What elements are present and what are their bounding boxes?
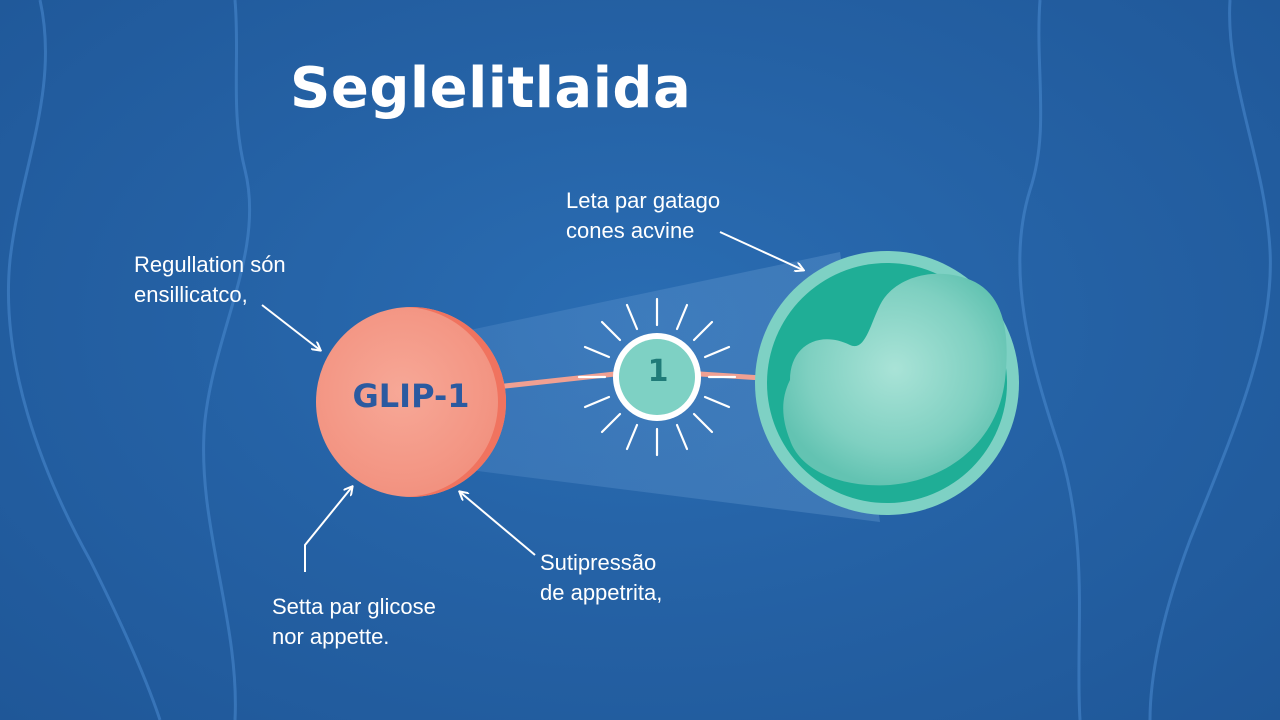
arrow-setta [304, 487, 352, 572]
body-silhouette [6, 0, 1272, 720]
callout-regulation-line-2: ensillicatco, [134, 282, 248, 307]
callout-setta-line-2: nor appette. [272, 624, 390, 649]
callout-leta: Leta par gatago cones acvine [566, 186, 720, 246]
callout-regulation: Regullation són ensillicatco, [134, 250, 286, 310]
stomach-icon [755, 251, 1019, 515]
arrow-leta [719, 231, 803, 270]
glp1-label: GLIP-1 [352, 377, 470, 415]
callout-supressao-line-1: Sutipressão [540, 550, 657, 575]
callout-setta-line-1: Setta par glicose [272, 594, 436, 619]
glp1-molecule-circle [316, 307, 506, 497]
callout-setta: Setta par glicose nor appette. [272, 592, 436, 652]
callout-leta-line-2: cones acvine [566, 218, 695, 243]
diagram-title: Seglelitlaida [290, 56, 692, 121]
callout-regulation-line-1: Regullation són [134, 252, 286, 277]
callout-supressao: Sutipressão de appetrita, [540, 548, 662, 608]
callout-leta-line-1: Leta par gatago [566, 188, 721, 213]
receptor-badge-icon [577, 297, 737, 457]
callout-arrows [261, 231, 803, 572]
arrow-regulation [261, 304, 320, 350]
receptor-badge-label: 1 [647, 354, 669, 389]
callout-supressao-line-2: de appetrita, [540, 580, 663, 605]
arrow-supressao [460, 492, 536, 556]
